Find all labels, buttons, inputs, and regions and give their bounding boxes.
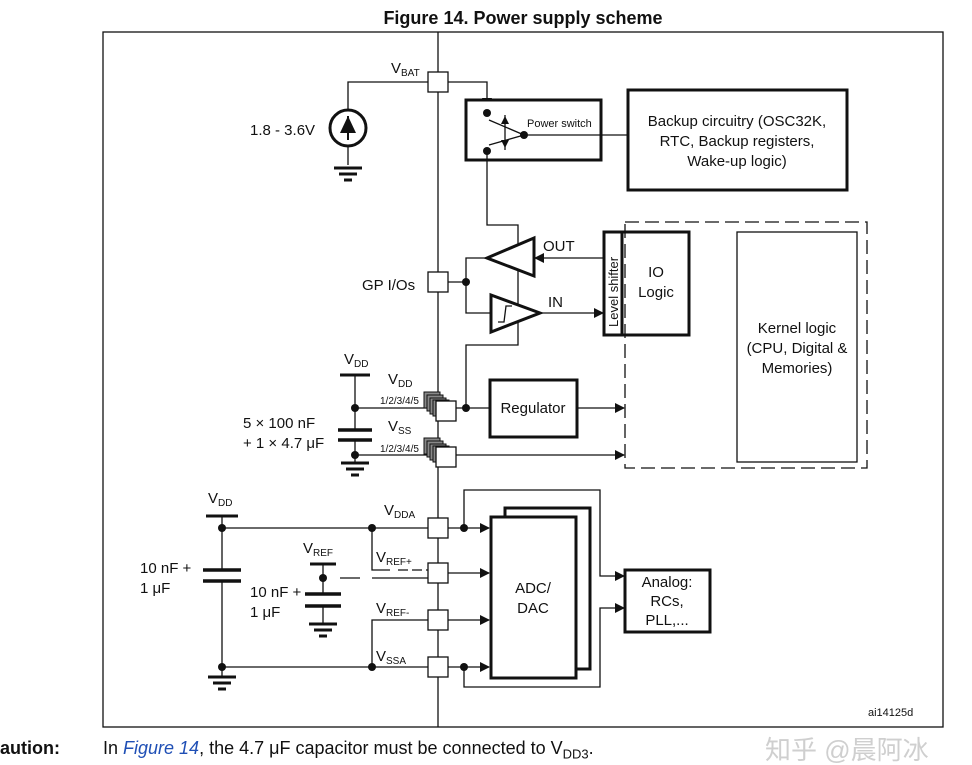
level-shifter-label: Level shifter: [606, 256, 621, 327]
io-logic-box: [620, 230, 691, 337]
backup-circuitry-box: [626, 88, 849, 192]
vssa-label: VSSA: [376, 648, 406, 667]
vbat-pad: [427, 71, 449, 93]
analog-block-box: [623, 568, 712, 634]
vref-caps-label: 10 nF +1 μF: [250, 584, 302, 621]
output-buffer: [482, 235, 536, 279]
analog-caps-label: 10 nF +1 μF: [140, 560, 192, 597]
ground-icon: [206, 675, 238, 691]
vref-label: VREF: [303, 540, 333, 559]
vref-minus-pad: [427, 609, 449, 631]
vdd-pin-numbers: 1/2/3/4/5: [380, 396, 419, 407]
input-schmitt-buffer: [489, 292, 545, 335]
caution-text-after: , the 4.7 μF capacitor must be connected…: [199, 738, 563, 758]
vref-plus-pad: [427, 562, 449, 584]
vbat-label: VBAT: [391, 60, 420, 79]
vdd-analog-label: VDD: [208, 490, 232, 509]
power-switch-label: Power switch: [527, 118, 592, 130]
ground-icon: [307, 622, 339, 638]
in-label: IN: [548, 294, 563, 311]
caution-label: Caution:: [0, 738, 60, 758]
core-domain-dashed-box: [624, 221, 868, 469]
vdda-pad: [427, 517, 449, 539]
figure-id: ai14125d: [868, 707, 913, 719]
vss-pin-label: VSS: [388, 418, 412, 437]
vssa-pad: [427, 656, 449, 678]
analog-block-label: Analog:RCs,PLL,...: [642, 574, 693, 629]
figure-frame: [102, 31, 944, 728]
gpio-pad: [427, 271, 449, 293]
kernel-logic-label: Kernel logic(CPU, Digital &Memories): [747, 320, 848, 377]
decoupling-caps-label: 5 × 100 nF+ 1 × 4.7 μF: [243, 415, 324, 452]
ground-icon: [339, 461, 371, 477]
vdd-top-label: VDD: [344, 351, 368, 370]
regulator-box: [488, 378, 579, 439]
figure-title: Figure 14. Power supply scheme: [383, 8, 662, 28]
regulator-label: Regulator: [500, 400, 565, 417]
ground-icon: [332, 166, 364, 182]
caution-end: .: [588, 738, 594, 758]
adc-dac-box: [489, 515, 578, 680]
battery-voltage-label: 1.8 - 3.6V: [250, 122, 315, 139]
vss-pin-numbers: 1/2/3/4/5: [380, 444, 419, 455]
kernel-logic-box: [736, 231, 858, 463]
vdd-pad-stack: [423, 391, 457, 422]
caution-note: Caution: In Figure 14, the 4.7 μF capacit…: [0, 738, 594, 762]
out-label: OUT: [543, 238, 575, 255]
vref-plus-label: VREF+: [376, 549, 412, 568]
vref-minus-label: VREF-: [376, 600, 409, 619]
figure-link[interactable]: Figure 14: [123, 738, 200, 758]
gpio-label: GP I/Os: [362, 277, 415, 294]
vss-pad-stack: [423, 437, 457, 468]
caution-subscript: DD3: [562, 746, 589, 762]
backup-circuitry-label: Backup circuitry (OSC32K,RTC, Backup reg…: [648, 113, 826, 170]
vdd-pin-label: VDD: [388, 371, 412, 390]
adc-dac-label: ADC/DAC: [515, 580, 552, 617]
battery-source: [328, 81, 428, 182]
watermark: 知乎 @晨阿冰: [765, 735, 929, 765]
caution-text-before: In: [103, 738, 124, 758]
vdda-label: VDDA: [384, 502, 415, 521]
